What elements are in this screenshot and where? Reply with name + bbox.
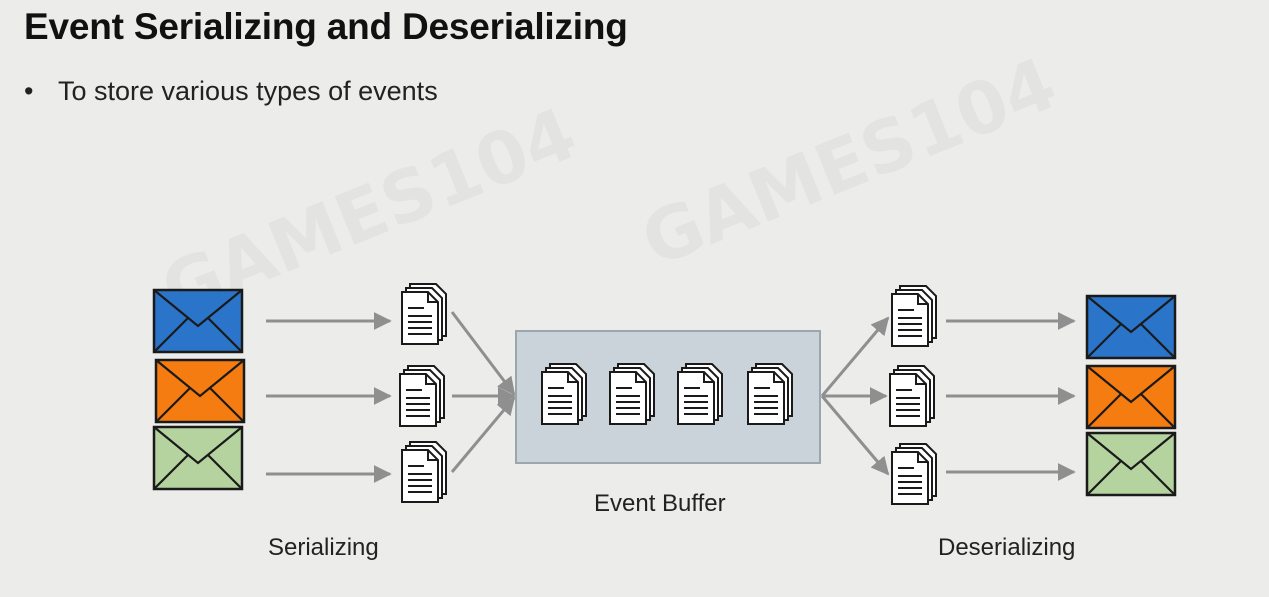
event-envelope-green-right bbox=[1085, 431, 1177, 497]
bullet-dot: • bbox=[24, 76, 34, 106]
serialized-doc-1 bbox=[401, 283, 447, 345]
event-envelope-orange-right bbox=[1085, 364, 1177, 430]
serializing-label: Serializing bbox=[268, 534, 379, 561]
bullet-item: • To store various types of events bbox=[24, 76, 438, 107]
event-envelope-orange-left bbox=[154, 358, 246, 424]
bullet-text: To store various types of events bbox=[58, 76, 438, 106]
event-buffer-label: Event Buffer bbox=[594, 490, 726, 517]
serialized-doc-3 bbox=[401, 441, 447, 503]
event-envelope-blue-left bbox=[152, 288, 244, 354]
buffer-doc-3 bbox=[677, 363, 723, 425]
buffer-doc-4 bbox=[747, 363, 793, 425]
arrow-out-buffer-3 bbox=[820, 395, 890, 476]
buffer-doc-2 bbox=[609, 363, 655, 425]
deserializing-label: Deserializing bbox=[938, 534, 1076, 561]
slide-title: Event Serializing and Deserializing bbox=[24, 6, 628, 47]
deserialized-doc-2 bbox=[889, 365, 935, 427]
deserialize-arrows bbox=[946, 312, 1076, 481]
buffer-doc-1 bbox=[541, 363, 587, 425]
buffer-input-arrows bbox=[450, 311, 516, 473]
serialize-arrows bbox=[266, 312, 392, 483]
serialized-doc-2 bbox=[399, 365, 445, 427]
buffer-output-arrows bbox=[820, 316, 890, 476]
arrow-into-buffer-1 bbox=[450, 311, 516, 396]
event-envelope-blue-right bbox=[1085, 294, 1177, 360]
arrow-into-buffer-3 bbox=[450, 396, 516, 473]
arrow-out-buffer-1 bbox=[820, 316, 890, 397]
deserialized-doc-1 bbox=[891, 285, 937, 347]
deserialized-doc-3 bbox=[891, 443, 937, 505]
event-envelope-green-left bbox=[152, 425, 244, 491]
